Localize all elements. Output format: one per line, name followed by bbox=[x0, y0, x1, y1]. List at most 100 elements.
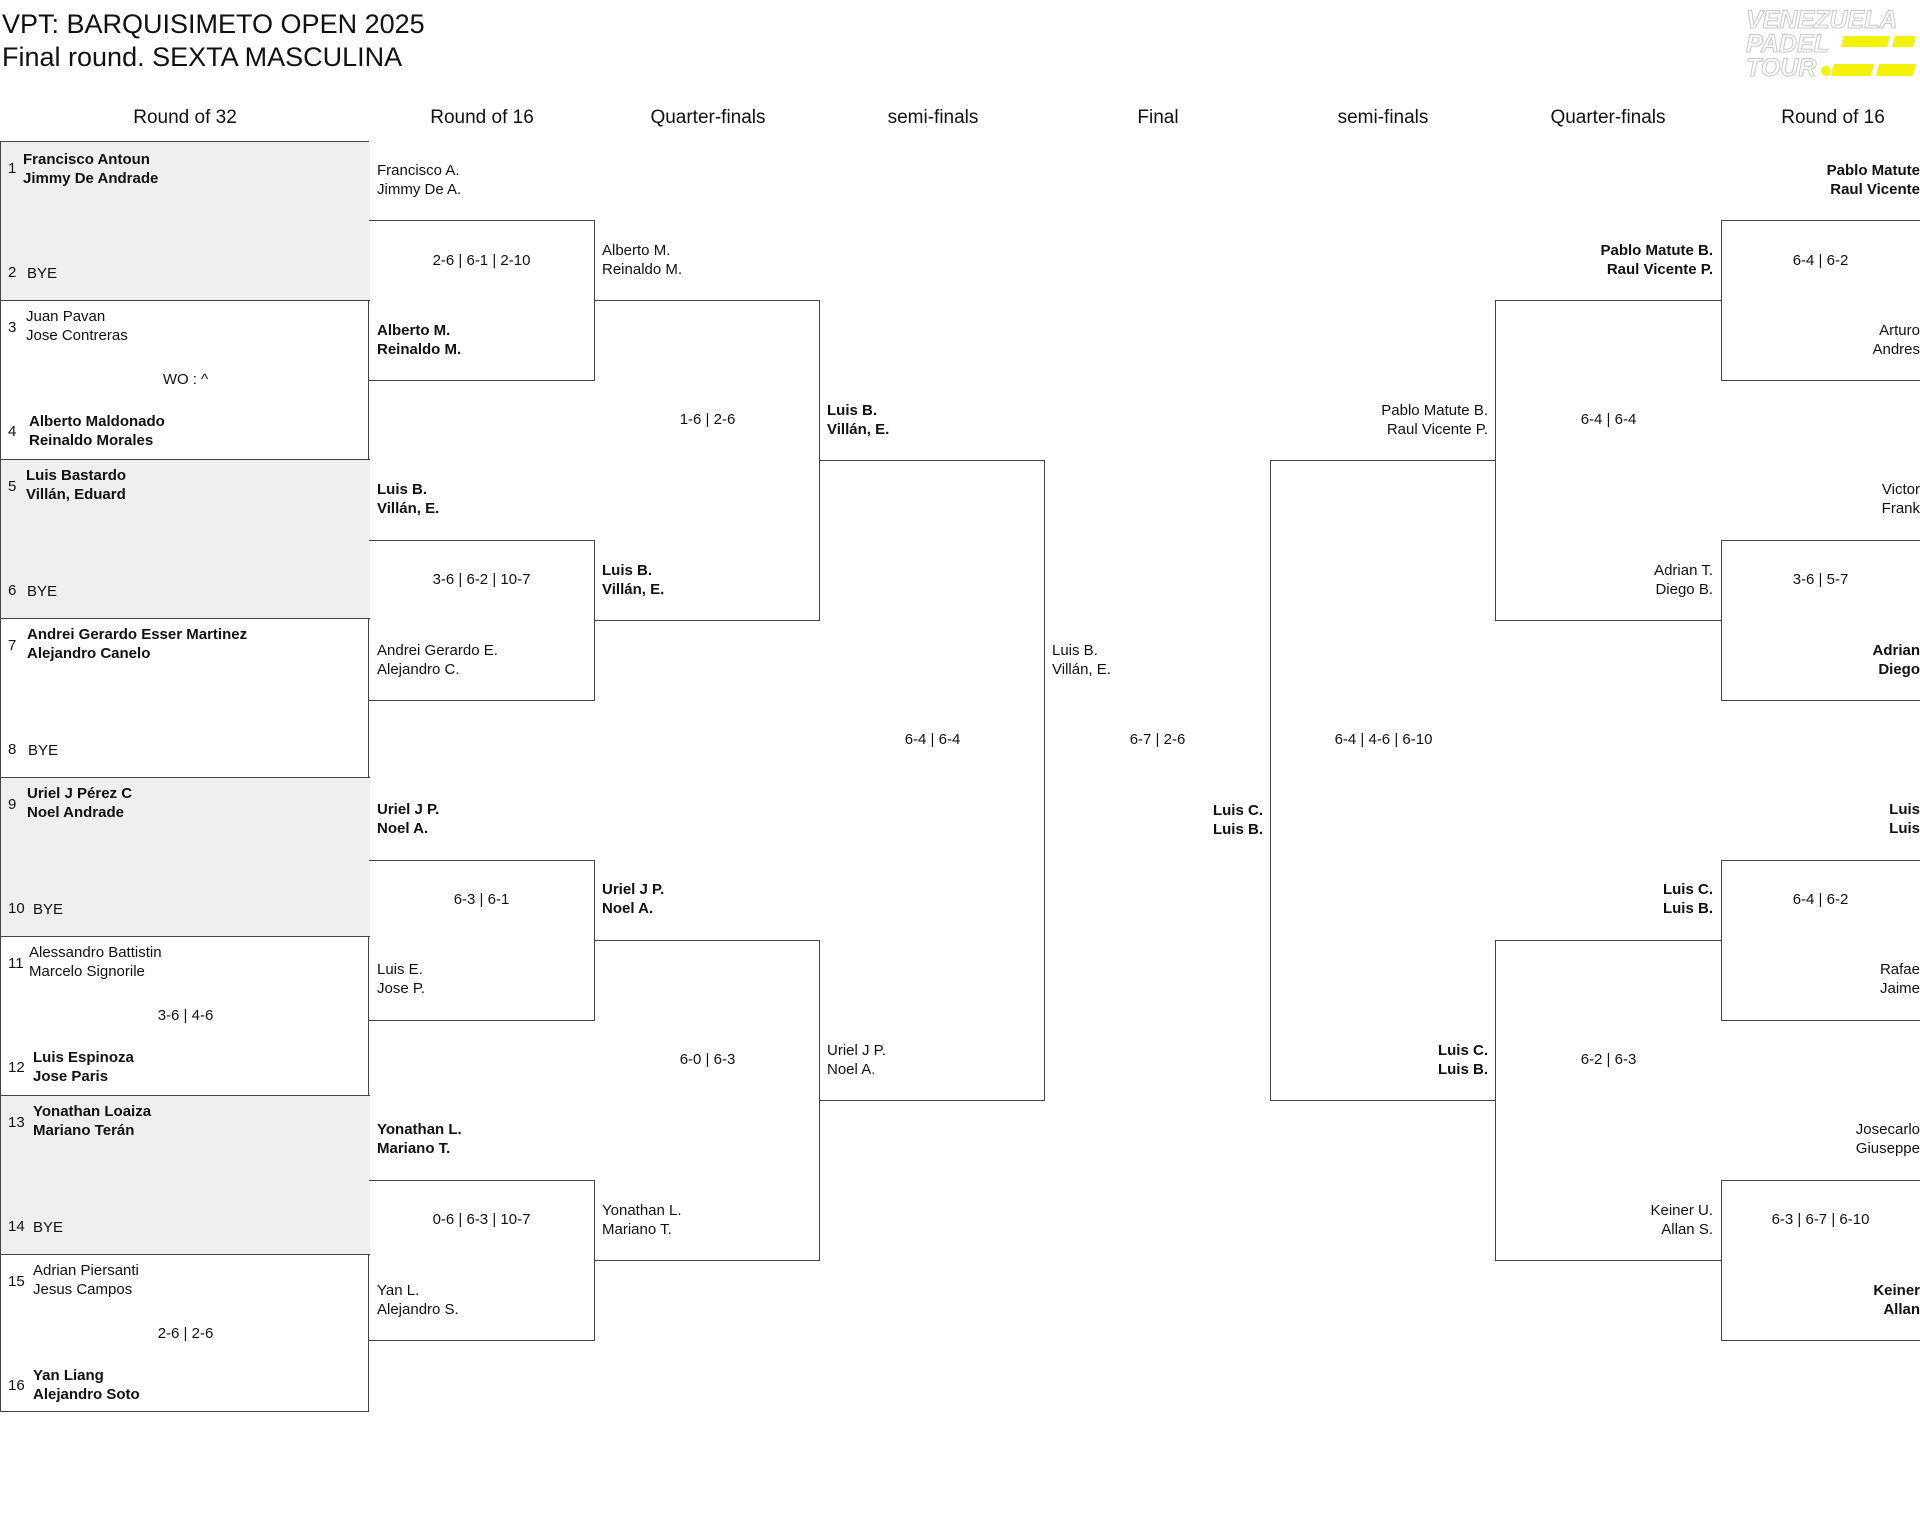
match-score: 6-4 | 6-4 bbox=[1580, 411, 1637, 428]
seed-number: 6 bbox=[8, 582, 17, 599]
match-score: 2-6 | 6-1 | 2-10 bbox=[432, 252, 531, 269]
player-name: Noel A. bbox=[602, 900, 654, 917]
title-line-2: Final round. SEXTA MASCULINA bbox=[2, 42, 403, 72]
seed-number: 4 bbox=[8, 423, 17, 440]
match-bracket: 6-3 | 6-7 | 6-10 bbox=[1721, 1180, 1920, 1341]
player-name: Victor bbox=[1881, 481, 1920, 498]
player-name: Raul Vicente P. bbox=[1386, 421, 1488, 438]
player-name: Francisco A. bbox=[377, 162, 460, 179]
player-name: Luis C. bbox=[1437, 1042, 1488, 1059]
player-name: Pablo Matute B. bbox=[1600, 242, 1713, 259]
match-bracket: 6-4 | 6-4 bbox=[820, 460, 1045, 1101]
match-bracket: 6-3 | 6-1 bbox=[369, 860, 595, 1021]
match-score: 1-6 | 2-6 bbox=[679, 411, 736, 428]
team-slot: Rafae Jaime bbox=[1722, 960, 1920, 998]
player-name: Jose P. bbox=[377, 980, 426, 997]
player-name: Keiner bbox=[1873, 1282, 1920, 1299]
player-name: Jesus Campos bbox=[33, 1281, 133, 1298]
player-name: Pablo Matute B. bbox=[1381, 402, 1488, 419]
round-of-32-table: 1 Francisco Antoun Jimmy De Andrade 2 BY… bbox=[0, 141, 370, 1414]
player-name: Arturo bbox=[1879, 322, 1920, 339]
team-slot: Luis B. Villán, E. bbox=[827, 401, 889, 439]
team-slot: Pablo Matute B. Raul Vicente P. bbox=[1495, 241, 1713, 279]
match-bracket: 6-0 | 6-3 bbox=[595, 940, 820, 1261]
player-name: Diego B. bbox=[1655, 581, 1713, 598]
player-name: Mariano T. bbox=[377, 1140, 451, 1157]
player-name: Andrei Gerardo Esser Martinez bbox=[27, 626, 248, 643]
team-slot: Uriel J Pérez C Noel Andrade bbox=[27, 784, 132, 822]
team-slot: Uriel J P. Noel A. bbox=[827, 1041, 886, 1079]
seed-number: 1 bbox=[8, 160, 17, 177]
seed-number: 9 bbox=[8, 796, 17, 813]
team-slot: Yonathan L. Mariano T. bbox=[602, 1201, 682, 1239]
team-slot: Luis Luis bbox=[1722, 800, 1920, 838]
team-slot: Luis B. Villán, E. bbox=[377, 480, 439, 518]
match-score: 2-6 | 2-6 bbox=[157, 1325, 214, 1342]
player-name: Yan L. bbox=[377, 1282, 420, 1299]
team-slot: Luis C. Luis B. bbox=[1268, 1041, 1488, 1079]
team-slot: Luis B. Villán, E. bbox=[602, 561, 664, 599]
seed-number: 2 bbox=[8, 264, 17, 281]
player-name: Jimmy De Andrade bbox=[23, 170, 159, 187]
player-name: Villán, E. bbox=[827, 421, 890, 438]
team-slot: Yonathan L. Mariano T. bbox=[377, 1120, 462, 1158]
team-slot: Keiner Allan bbox=[1722, 1281, 1920, 1319]
player-name: Mariano T. bbox=[602, 1221, 672, 1238]
match-score: 0-6 | 6-3 | 10-7 bbox=[432, 1211, 531, 1228]
player-name: Yonathan Loaiza bbox=[33, 1103, 152, 1120]
player-name: Luis B. bbox=[827, 402, 878, 419]
header-final: Final bbox=[1137, 107, 1179, 128]
team-slot: Luis E. Jose P. bbox=[377, 960, 425, 998]
team-slot: Yan Liang Alejandro Soto bbox=[33, 1366, 140, 1404]
match-score: 3-6 | 4-6 bbox=[157, 1007, 214, 1024]
vpt-logo: VENEZUELA PADEL TOUR bbox=[1740, 2, 1918, 83]
seed-number: 3 bbox=[8, 319, 17, 336]
player-name: Luis Espinoza bbox=[33, 1049, 134, 1066]
team-slot: BYE bbox=[27, 264, 57, 283]
header-semi-finals: semi-finals bbox=[887, 107, 979, 128]
seed-number: 7 bbox=[8, 637, 17, 654]
team-slot: Yonathan Loaiza Mariano Terán bbox=[33, 1102, 151, 1140]
player-name: Rafae bbox=[1879, 961, 1920, 978]
player-name: Yonathan L. bbox=[602, 1202, 682, 1219]
team-slot: Pablo Matute Raul Vicente bbox=[1722, 161, 1920, 199]
team-slot: Yan L. Alejandro S. bbox=[377, 1281, 459, 1319]
team-slot: Alberto Maldonado Reinaldo Morales bbox=[29, 412, 165, 450]
team-slot: Alessandro Battistin Marcelo Signorile bbox=[29, 943, 162, 981]
match-bracket: 6-4 | 6-2 bbox=[1721, 220, 1920, 381]
r32-match: 13 Yonathan Loaiza Mariano Terán 14 BYE bbox=[1, 1096, 370, 1255]
team-slot: Andrei Gerardo Esser Martinez Alejandro … bbox=[27, 625, 247, 663]
match-score: 3-6 | 6-2 | 10-7 bbox=[432, 571, 531, 588]
match-score: WO : ^ bbox=[162, 371, 209, 388]
match-bracket: 6-4 | 6-4 bbox=[1495, 300, 1721, 621]
team-slot: Pablo Matute B. Raul Vicente P. bbox=[1268, 401, 1488, 439]
match-score: 6-4 | 4-6 | 6-10 bbox=[1334, 731, 1433, 748]
header-round-of-16: Round of 16 bbox=[430, 107, 534, 128]
player-name: Alejandro S. bbox=[377, 1301, 459, 1318]
seed-number: 10 bbox=[8, 900, 25, 917]
team-slot: Alberto M. Reinaldo M. bbox=[377, 321, 461, 359]
team-slot: Juan Pavan Jose Contreras bbox=[26, 307, 128, 345]
player-name: Diego bbox=[1878, 661, 1920, 678]
team-slot: Uriel J P. Noel A. bbox=[377, 800, 439, 838]
player-name: Noel Andrade bbox=[27, 804, 124, 821]
player-name: Adrian bbox=[1872, 642, 1920, 659]
player-name: Pablo Matute bbox=[1826, 162, 1920, 179]
player-name: Alberto M. bbox=[602, 242, 671, 259]
player-name: Raul Vicente P. bbox=[1606, 261, 1713, 278]
r32-match: 15 Adrian Piersanti Jesus Campos 2-6 | 2… bbox=[1, 1255, 370, 1414]
player-name: Luis B. bbox=[1662, 900, 1713, 917]
team-slot: Francisco Antoun Jimmy De Andrade bbox=[23, 150, 158, 188]
seed-number: 11 bbox=[8, 955, 24, 972]
team-slot: BYE bbox=[28, 741, 58, 760]
player-name: Luis B. bbox=[1437, 1061, 1488, 1078]
match-score: 6-4 | 6-2 bbox=[1792, 252, 1849, 269]
player-name: Keiner U. bbox=[1650, 1202, 1713, 1219]
player-name: BYE bbox=[33, 901, 64, 918]
r32-match: 3 Juan Pavan Jose Contreras WO : ^ 4 Alb… bbox=[1, 301, 370, 460]
player-name: Allan bbox=[1883, 1301, 1920, 1318]
player-name: Jose Paris bbox=[33, 1068, 109, 1085]
player-name: Luis B. bbox=[602, 562, 653, 579]
player-name: Yan Liang bbox=[33, 1367, 104, 1384]
seed-number: 12 bbox=[8, 1059, 25, 1076]
